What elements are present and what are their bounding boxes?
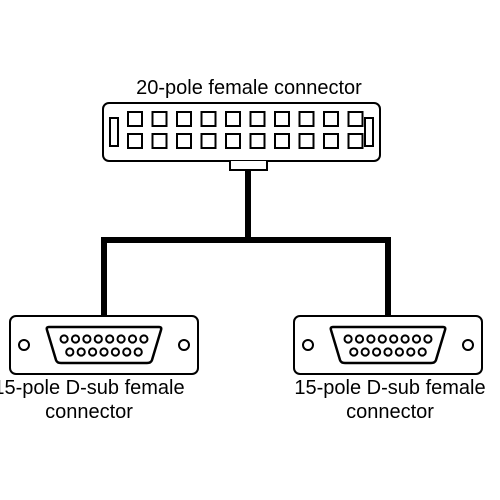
left-dsub-screw-hole-right	[178, 339, 190, 351]
left-connector-label-line2: connector	[45, 401, 133, 423]
pin-socket	[65, 347, 75, 357]
pin-socket	[122, 347, 132, 357]
pin-socket	[93, 334, 103, 344]
pin-socket	[249, 133, 266, 149]
pin-socket	[423, 334, 433, 344]
pin-socket	[59, 334, 69, 344]
pin-socket	[349, 347, 359, 357]
pin-socket	[347, 111, 364, 127]
left-dsub-screw-hole-left	[18, 339, 30, 351]
left-dsub-shell	[45, 325, 163, 365]
right-dsub-screw-hole-left	[302, 339, 314, 351]
pin-socket	[354, 334, 365, 344]
20-pole-female-connector	[102, 102, 381, 171]
pin-socket	[200, 111, 217, 127]
pin-socket	[383, 347, 393, 357]
pin-socket	[105, 334, 115, 344]
pin-socket	[323, 133, 339, 149]
pin-socket	[151, 111, 168, 127]
pin-socket	[298, 111, 315, 127]
pin-socket	[411, 334, 422, 344]
pin-socket	[88, 347, 98, 357]
left-dsub-connector	[9, 315, 199, 375]
pin-socket	[176, 133, 192, 149]
pin-socket	[110, 347, 120, 357]
pin-socket	[366, 334, 376, 344]
pin-socket	[343, 334, 353, 344]
pin-socket	[417, 347, 427, 357]
pin-socket	[406, 347, 416, 357]
pin-socket	[389, 334, 399, 344]
pin-socket	[200, 133, 217, 149]
pin-socket	[70, 334, 81, 344]
top-connector-label: 20-pole female connector	[136, 77, 362, 99]
pin-socket	[249, 111, 266, 127]
pin-socket	[347, 133, 364, 149]
right-dsub-pins	[343, 334, 433, 357]
left-connector-label-line1: 15-pole D-sub female	[0, 377, 185, 399]
right-connector-label-line2: connector	[346, 401, 434, 423]
pin-socket	[127, 133, 143, 149]
pin-socket	[377, 334, 387, 344]
pin-socket	[225, 111, 241, 127]
top-connector-pins	[127, 111, 364, 149]
right-dsub-shell	[329, 325, 447, 365]
pin-socket	[360, 347, 370, 357]
right-latch	[364, 117, 374, 147]
left-latch	[109, 117, 119, 147]
right-dsub-connector	[293, 315, 483, 375]
top-connector-tab	[229, 161, 268, 171]
pin-socket	[323, 111, 339, 127]
pin-socket	[127, 111, 143, 127]
right-dsub-screw-hole-right	[462, 339, 474, 351]
pin-socket	[116, 334, 126, 344]
pin-socket	[298, 133, 315, 149]
y-cable	[101, 170, 391, 316]
pin-socket	[139, 334, 149, 344]
pin-socket	[76, 347, 86, 357]
pin-socket	[127, 334, 138, 344]
pin-socket	[372, 347, 382, 357]
pin-socket	[394, 347, 404, 357]
pin-socket	[99, 347, 109, 357]
pin-socket	[176, 111, 192, 127]
left-dsub-pins	[59, 334, 149, 357]
pin-socket	[274, 111, 290, 127]
pin-socket	[82, 334, 92, 344]
pin-socket	[151, 133, 168, 149]
pin-socket	[133, 347, 143, 357]
right-connector-label-line1: 15-pole D-sub female	[294, 377, 485, 399]
pin-socket	[274, 133, 290, 149]
pin-socket	[400, 334, 410, 344]
pin-socket	[225, 133, 241, 149]
